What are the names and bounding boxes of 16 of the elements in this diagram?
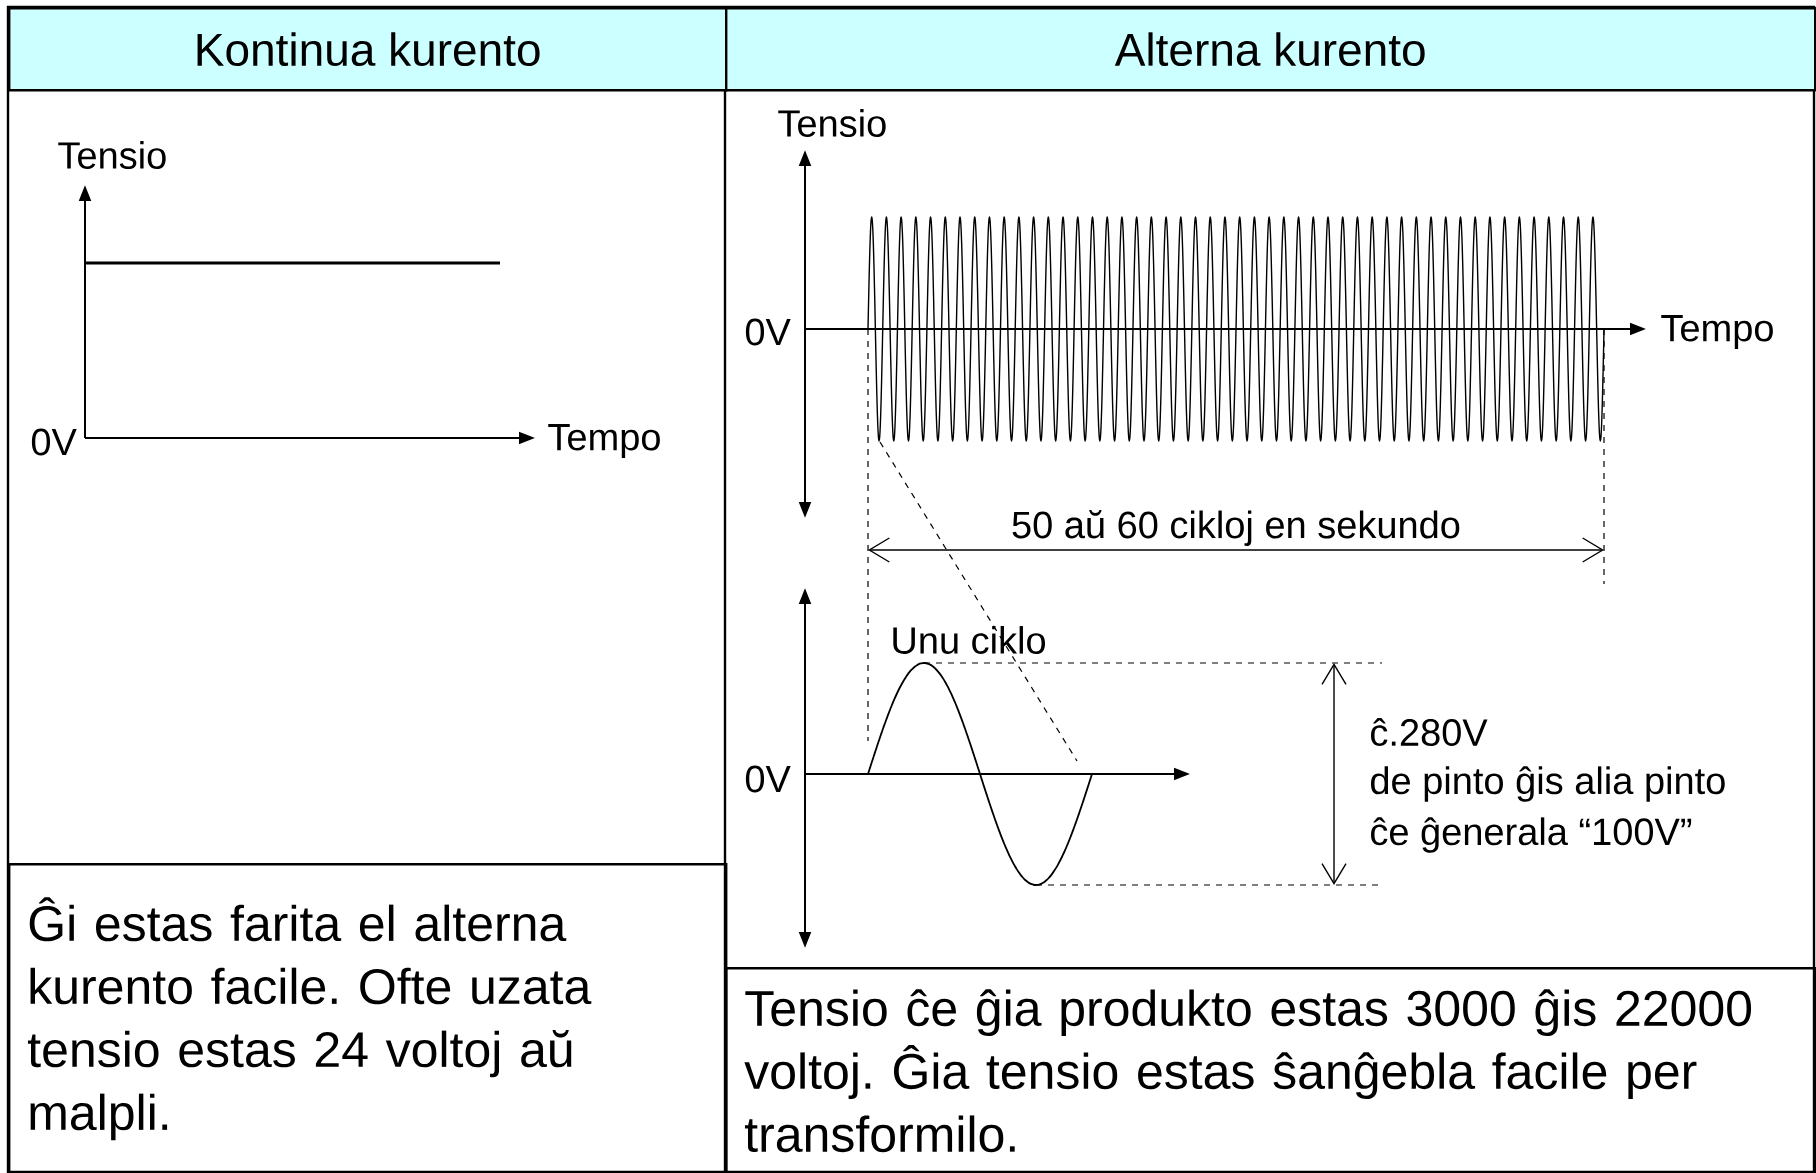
dimension-label: de pinto ĝis alia pinto <box>1371 766 1725 802</box>
dimension-label: 50 aŭ 60 cikloj en sekundo <box>1012 510 1460 546</box>
header-cell: Alterna kurento <box>725 7 1816 92</box>
header-cell: Kontinua kurento <box>8 7 728 92</box>
wave-label: Unu ciklo <box>893 626 1046 654</box>
axis-label: Tempo <box>1661 315 1773 349</box>
axis-label: Tensio <box>778 109 886 137</box>
text-cell: Ĝi estas farita el alterna kurento facile. Ofte uzata tensio estas 24 voltoj aŭ malpli. <box>8 863 728 1173</box>
axis-label: Tensio <box>58 141 166 169</box>
axis-label: Tempo <box>548 424 660 458</box>
axis-label: 0V <box>31 428 77 456</box>
dimension-label: ĉe ĝenerala “100V” <box>1371 817 1692 853</box>
axis-label: 0V <box>745 318 791 346</box>
text-cell: Tensio ĉe ĝia produkto estas 3000 ĝis 22000 voltoj. Ĝia tensio estas ŝanĝebla facile per transformilo. <box>725 967 1816 1173</box>
axis-label: 0V <box>745 765 791 793</box>
dimension-label: ĉ.280V <box>1371 718 1488 746</box>
